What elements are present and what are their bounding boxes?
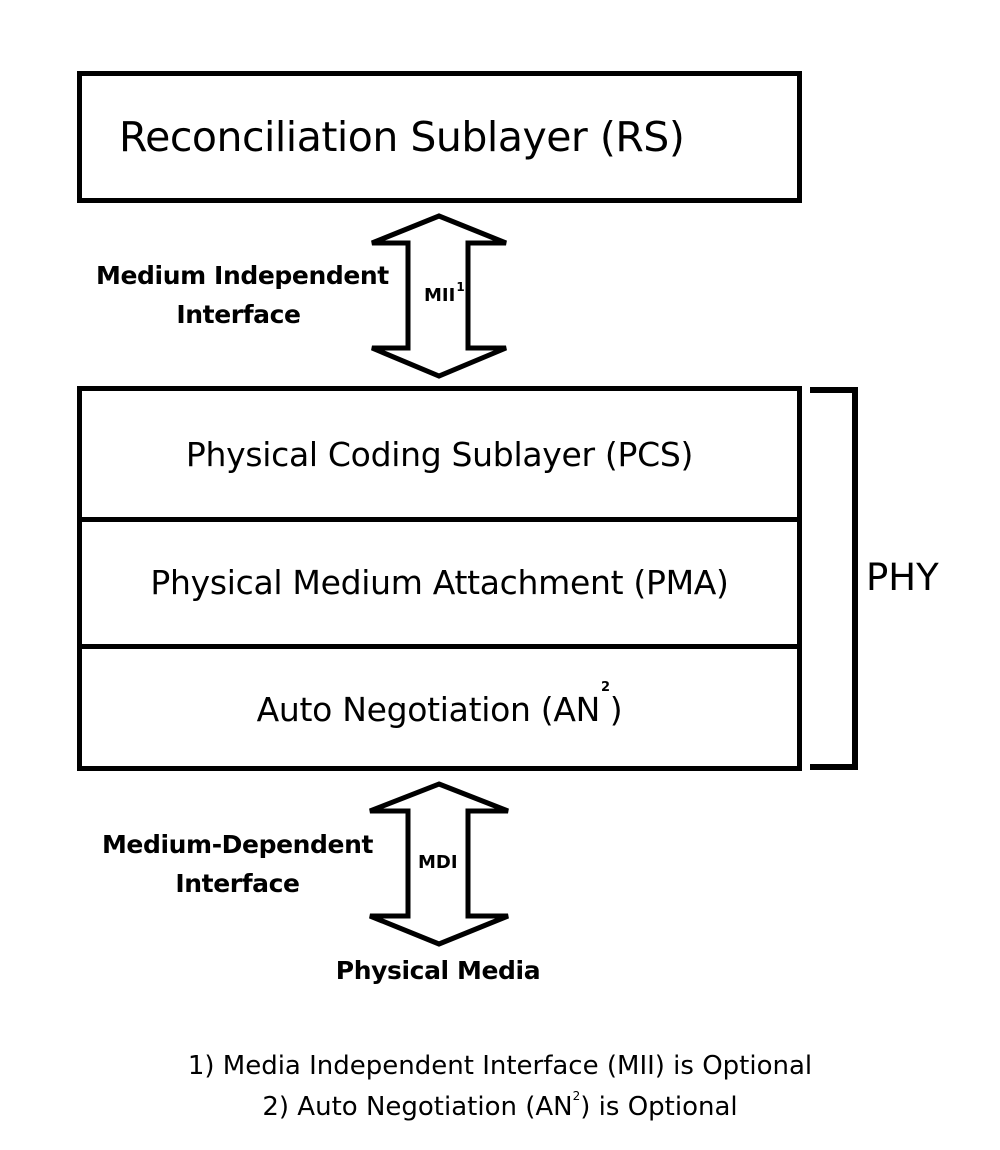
medium-dependent-interface-label: Medium-Dependent Interface <box>100 825 375 903</box>
mii-arrow-label: MII1 <box>424 280 465 306</box>
mii-label-line2: Interface <box>176 300 301 329</box>
reconciliation-sublayer-title: Reconciliation Sublayer (RS) <box>119 113 685 161</box>
pma-layer: Physical Medium Attachment (PMA) <box>82 521 797 644</box>
physical-media-label: Physical Media <box>335 956 541 985</box>
pma-title: Physical Medium Attachment (PMA) <box>150 563 729 602</box>
phy-stack-box: Physical Coding Sublayer (PCS) Physical … <box>77 386 802 771</box>
mii-text: MII <box>424 285 456 306</box>
footnote-2-superscript: 2 <box>572 1089 581 1103</box>
mdi-label-line2: Interface <box>175 869 300 898</box>
footnote-2-text: 2) Auto Negotiation (AN <box>262 1092 573 1122</box>
footnote-2-close: ) is Optional <box>580 1092 738 1122</box>
footnote-2: 2) Auto Negotiation (AN2) is Optional <box>100 1087 900 1132</box>
pcs-pma-divider <box>82 517 797 522</box>
phy-bracket <box>810 387 858 770</box>
an-title: Auto Negotiation (AN <box>256 690 601 729</box>
mdi-arrow-label: MDI <box>418 852 458 873</box>
pma-an-divider <box>82 644 797 649</box>
mdi-double-arrow <box>369 781 509 947</box>
mii-superscript: 1 <box>456 280 465 294</box>
footnotes: 1) Media Independent Interface (MII) is … <box>100 1046 900 1132</box>
mii-double-arrow <box>371 213 507 379</box>
an-close-paren: ) <box>609 690 623 729</box>
pcs-title: Physical Coding Sublayer (PCS) <box>185 434 694 474</box>
footnote-1: 1) Media Independent Interface (MII) is … <box>187 1051 813 1081</box>
medium-independent-interface-label: Medium Independent Interface <box>96 256 389 334</box>
pcs-layer: Physical Coding Sublayer (PCS) <box>82 391 797 517</box>
an-superscript: 2 <box>601 680 610 695</box>
mii-label-line1: Medium Independent <box>96 261 389 290</box>
phy-bracket-label: PHY <box>866 556 939 599</box>
mdi-label-line1: Medium-Dependent <box>101 830 374 859</box>
reconciliation-sublayer-box: Reconciliation Sublayer (RS) <box>77 71 802 203</box>
